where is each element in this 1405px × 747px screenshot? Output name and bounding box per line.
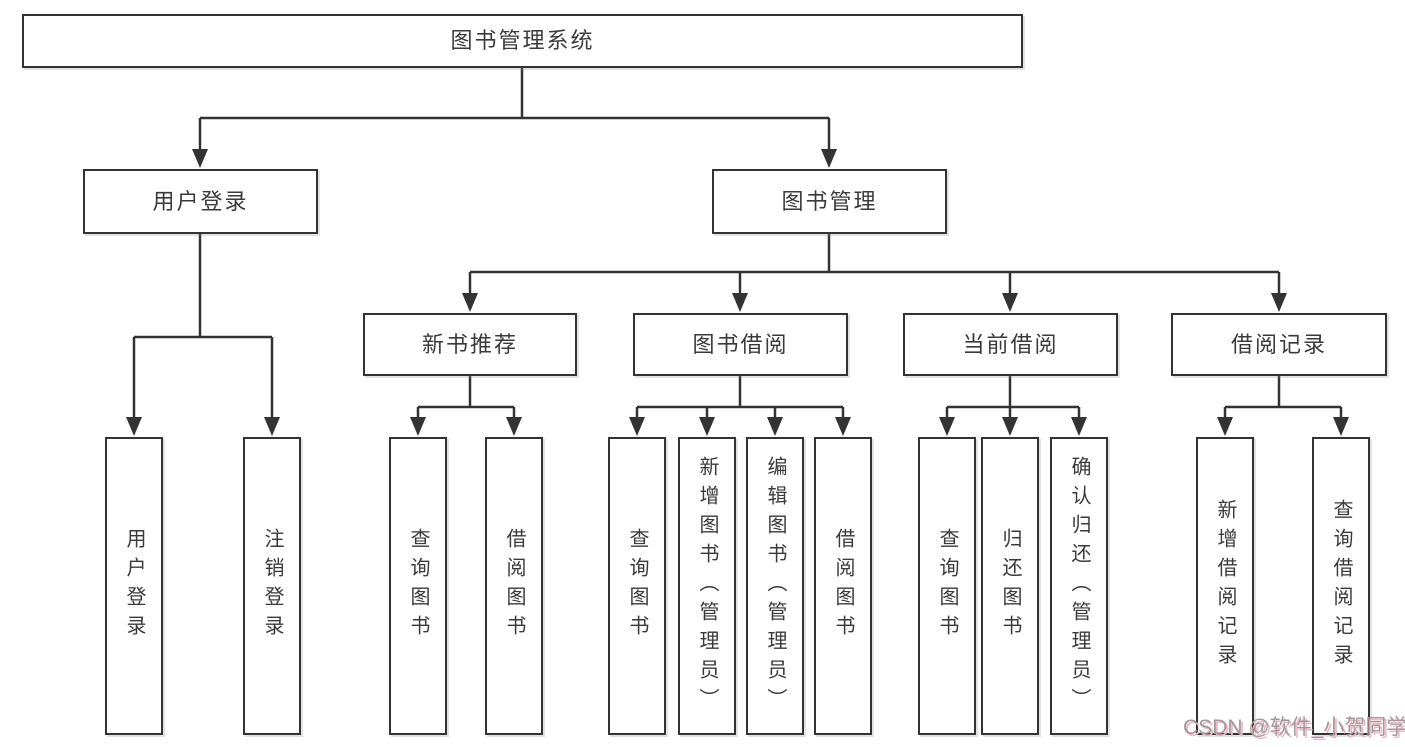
arrowhead-icon bbox=[939, 417, 955, 436]
arrowhead-icon bbox=[732, 293, 748, 312]
arrowhead-icon bbox=[126, 417, 142, 436]
arrowhead-icon bbox=[1002, 417, 1018, 436]
csdn-watermark: CSDN @软件_小贺同学 bbox=[1183, 716, 1405, 739]
connector-borrow-records-children bbox=[1223, 376, 1343, 420]
leaf-return-book: 归还图书 bbox=[981, 437, 1039, 735]
arrowhead-icon bbox=[1271, 293, 1287, 312]
leaf-add-book-admin-label: 新增图书（管理员） bbox=[696, 455, 718, 717]
arrowhead-icon bbox=[462, 293, 478, 312]
leaf-confirm-return-admin: 确认归还（管理员） bbox=[1050, 437, 1108, 735]
arrowhead-icon bbox=[821, 149, 837, 168]
node-root-label: 图书管理系统 bbox=[450, 28, 595, 53]
leaf-add-borrow-record-label: 新增借阅记录 bbox=[1214, 499, 1236, 673]
leaf-add-borrow-record: 新增借阅记录 bbox=[1196, 437, 1254, 735]
node-book-management: 图书管理 bbox=[712, 169, 947, 234]
leaf-query-book-recommend: 查询图书 bbox=[389, 437, 447, 735]
node-borrow-records: 借阅记录 bbox=[1171, 313, 1387, 376]
connector-new-book-children bbox=[416, 376, 516, 420]
node-current-borrow-label: 当前借阅 bbox=[962, 331, 1059, 357]
leaf-borrow-book-label: 借阅图书 bbox=[832, 528, 854, 644]
leaf-query-book-current: 查询图书 bbox=[918, 437, 976, 735]
leaf-logout: 注销登录 bbox=[243, 437, 301, 735]
node-current-borrow: 当前借阅 bbox=[903, 313, 1118, 376]
arrowhead-icon bbox=[835, 417, 851, 436]
leaf-logout-label: 注销登录 bbox=[261, 528, 283, 644]
node-root: 图书管理系统 bbox=[22, 14, 1023, 68]
arrowhead-icon bbox=[1333, 417, 1349, 436]
connector-book-borrow-children bbox=[635, 376, 845, 420]
connector-root-to-level2 bbox=[198, 68, 831, 152]
arrowhead-icon bbox=[1002, 293, 1018, 312]
leaf-user-login: 用户登录 bbox=[105, 437, 163, 735]
node-book-borrow-label: 图书借阅 bbox=[692, 331, 789, 357]
leaf-add-book-admin: 新增图书（管理员） bbox=[678, 437, 736, 735]
leaf-edit-book-admin: 编辑图书（管理员） bbox=[746, 437, 804, 735]
leaf-borrow-book-recommend-label: 借阅图书 bbox=[503, 528, 525, 644]
arrowhead-icon bbox=[410, 417, 426, 436]
leaf-edit-book-admin-label: 编辑图书（管理员） bbox=[764, 455, 786, 717]
node-new-book-recommend-label: 新书推荐 bbox=[421, 331, 518, 357]
arrowhead-icon bbox=[1217, 417, 1233, 436]
leaf-query-borrow-record: 查询借阅记录 bbox=[1312, 437, 1370, 735]
arrowhead-icon bbox=[767, 417, 783, 436]
node-user-login-label: 用户登录 bbox=[152, 188, 249, 214]
leaf-query-book-current-label: 查询图书 bbox=[936, 528, 958, 644]
arrowhead-icon bbox=[699, 417, 715, 436]
node-book-borrow: 图书借阅 bbox=[633, 313, 848, 376]
leaf-borrow-book: 借阅图书 bbox=[814, 437, 872, 735]
leaf-borrow-book-recommend: 借阅图书 bbox=[485, 437, 543, 735]
leaf-query-book-borrow-label: 查询图书 bbox=[626, 528, 648, 644]
arrowhead-icon bbox=[192, 149, 208, 168]
leaf-return-book-label: 归还图书 bbox=[999, 528, 1021, 644]
leaf-confirm-return-admin-label: 确认归还（管理员） bbox=[1068, 455, 1090, 717]
leaf-query-book-recommend-label: 查询图书 bbox=[407, 528, 429, 644]
connector-user-login-children bbox=[132, 234, 274, 420]
connector-current-borrow-children bbox=[945, 376, 1081, 420]
leaf-user-login-label: 用户登录 bbox=[123, 528, 145, 644]
arrowhead-icon bbox=[506, 417, 522, 436]
node-book-management-label: 图书管理 bbox=[781, 188, 878, 214]
node-new-book-recommend: 新书推荐 bbox=[363, 313, 577, 376]
connector-book-management-children bbox=[468, 234, 1281, 296]
leaf-query-book-borrow: 查询图书 bbox=[608, 437, 666, 735]
leaf-query-borrow-record-label: 查询借阅记录 bbox=[1330, 499, 1352, 673]
node-borrow-records-label: 借阅记录 bbox=[1230, 331, 1327, 357]
node-user-login: 用户登录 bbox=[83, 169, 318, 234]
arrowhead-icon bbox=[629, 417, 645, 436]
arrowhead-icon bbox=[264, 417, 280, 436]
arrowhead-icon bbox=[1071, 417, 1087, 436]
